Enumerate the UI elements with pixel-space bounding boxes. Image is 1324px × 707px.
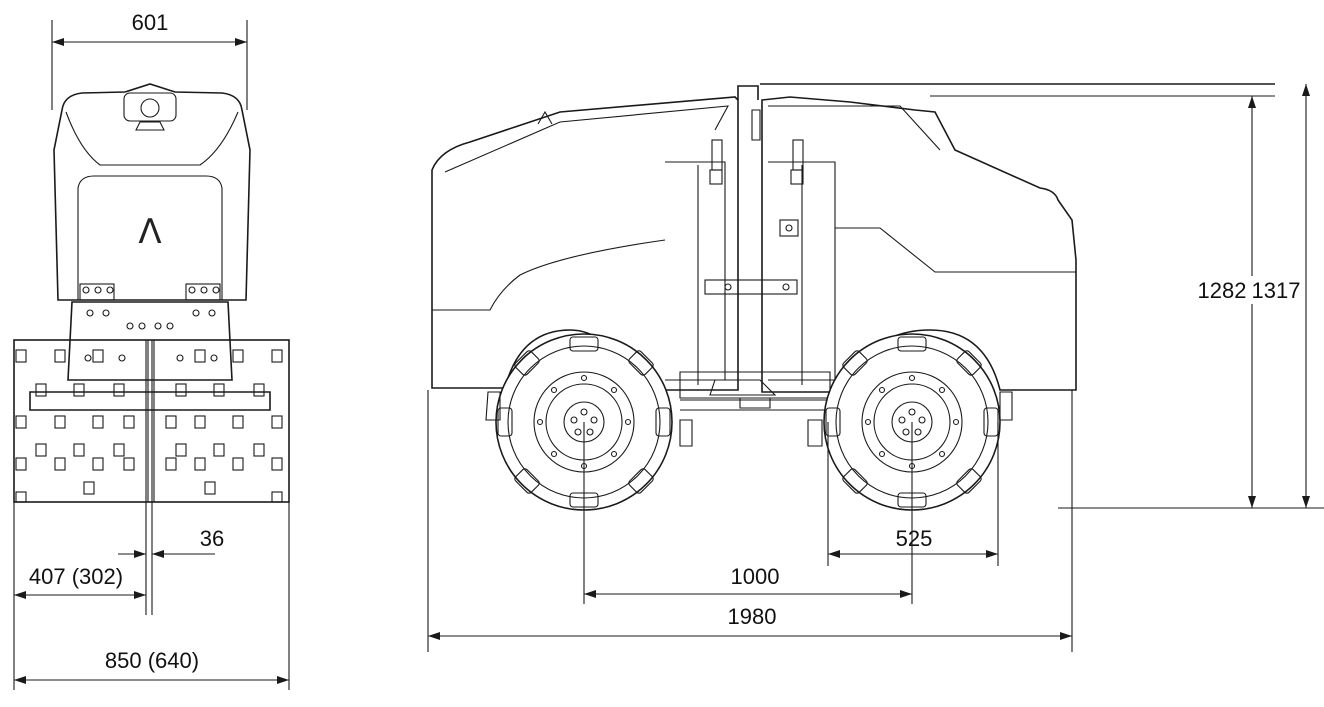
brand-logo: Λ (138, 212, 161, 252)
dimension-label-36: 36 (200, 526, 224, 551)
rear-drum (485, 333, 693, 511)
side-dimensions: 1282 1317 525 1000 1980 (427, 84, 1324, 652)
pad-feet (15, 349, 283, 503)
dimension-label-1282: 1282 (1198, 278, 1247, 303)
dimension-label-601: 601 (132, 10, 169, 35)
dimension-label-1000: 1000 (731, 564, 780, 589)
front-view: Λ (13, 83, 290, 503)
dimension-label-1980: 1980 (728, 604, 777, 629)
front-dimensions: 601 36 407 (302) 850 (640) (13, 10, 290, 690)
dimension-label-1317: 1317 (1252, 278, 1301, 303)
dimension-label-850: 850 (640) (105, 648, 199, 673)
front-drum (807, 333, 1013, 511)
dimension-label-407: 407 (302) (29, 564, 123, 589)
dimension-label-525: 525 (896, 526, 933, 551)
